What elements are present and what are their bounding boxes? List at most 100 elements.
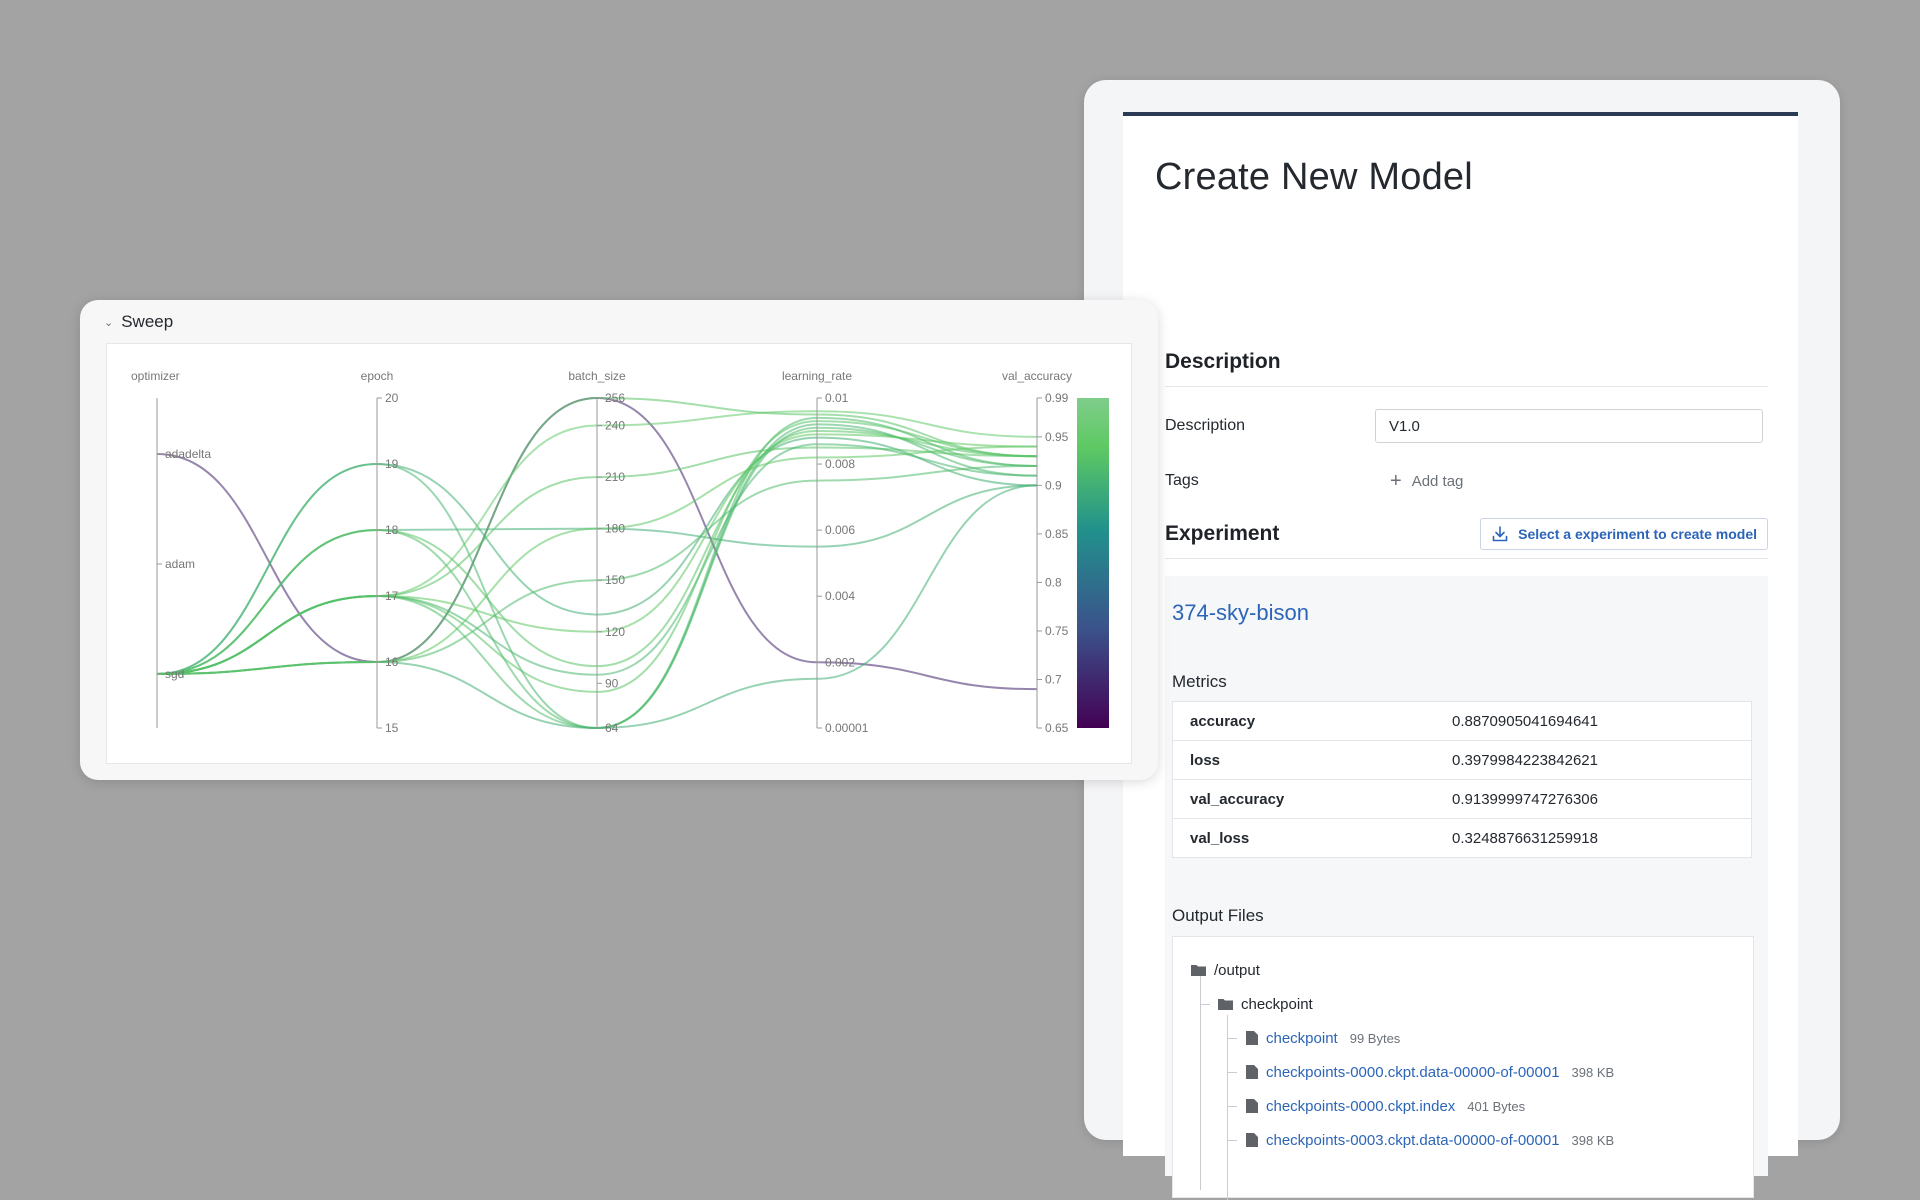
download-icon bbox=[1492, 526, 1508, 542]
tree-guide bbox=[1227, 1140, 1237, 1141]
tick-label: 0.008 bbox=[825, 457, 855, 471]
page-title: Create New Model bbox=[1155, 156, 1473, 198]
tick-label: 120 bbox=[605, 625, 625, 639]
axis-title: val_accuracy bbox=[1002, 369, 1072, 383]
file-icon bbox=[1246, 1099, 1258, 1113]
file-icon bbox=[1246, 1133, 1258, 1147]
tick-label: 0.01 bbox=[825, 391, 849, 405]
tree-guide bbox=[1227, 1072, 1237, 1073]
tick-label: 0.006 bbox=[825, 523, 855, 537]
experiment-name-link[interactable]: 374-sky-bison bbox=[1172, 600, 1309, 625]
tick-label: adadelta bbox=[165, 447, 211, 461]
select-experiment-button[interactable]: Select a experiment to create model bbox=[1480, 518, 1768, 550]
create-model-panel: Create New Model Description Description… bbox=[1084, 80, 1840, 1200]
file-size: 398 KB bbox=[1571, 1132, 1615, 1148]
tags-label: Tags bbox=[1165, 472, 1199, 489]
metrics-heading: Metrics bbox=[1172, 672, 1227, 691]
run-line[interactable] bbox=[156, 436, 1038, 675]
tick-label: 20 bbox=[385, 391, 399, 405]
metric-value: 0.3979984223842621 bbox=[1435, 740, 1752, 780]
description-label: Description bbox=[1165, 417, 1246, 434]
chart-canvas: optimizeradadeltaadamsgdepoch20191817161… bbox=[131, 369, 1109, 735]
tick-label: adam bbox=[165, 557, 195, 571]
folder-name: /output bbox=[1214, 961, 1260, 979]
tick-label: 0.8 bbox=[1045, 575, 1062, 589]
tick-label: 240 bbox=[605, 419, 625, 433]
output-files-tree: /output checkpoint checkpoint 99 Bytes c… bbox=[1172, 936, 1754, 1200]
tick-label: 0.7 bbox=[1045, 672, 1062, 686]
tick-label: 16 bbox=[385, 655, 399, 669]
tree-folder-checkpoint[interactable]: checkpoint bbox=[1218, 993, 1313, 1015]
tick-label: 19 bbox=[385, 457, 399, 471]
metric-value: 0.8870905041694641 bbox=[1435, 701, 1752, 741]
tree-guide bbox=[1200, 970, 1201, 1190]
file-size: 398 KB bbox=[1571, 1064, 1615, 1080]
run-line[interactable] bbox=[156, 420, 1038, 693]
folder-icon bbox=[1191, 965, 1206, 976]
tree-guide bbox=[1227, 1038, 1237, 1039]
tree-guide bbox=[1227, 1106, 1237, 1107]
file-link[interactable]: checkpoints-0000.ckpt.index bbox=[1266, 1097, 1456, 1115]
tags-row: Tags + Add tag bbox=[1165, 461, 1768, 501]
metric-key: val_accuracy bbox=[1172, 779, 1435, 819]
axis-title: epoch bbox=[361, 369, 394, 383]
tree-folder-output[interactable]: /output bbox=[1191, 959, 1260, 981]
tick-label: 0.99 bbox=[1045, 391, 1069, 405]
chevron-down-icon: ⌄ bbox=[104, 316, 114, 329]
tick-label: 90 bbox=[605, 676, 619, 690]
file-row: checkpoint 99 Bytes bbox=[1246, 1027, 1400, 1049]
tree-guide bbox=[1227, 1015, 1228, 1200]
axis-title: batch_size bbox=[568, 369, 626, 383]
file-link[interactable]: checkpoints-0003.ckpt.data-00000-of-0000… bbox=[1266, 1131, 1560, 1149]
file-row: checkpoints-0000.ckpt.data-00000-of-0000… bbox=[1246, 1061, 1614, 1083]
tick-label: 17 bbox=[385, 589, 399, 603]
axis-title: optimizer bbox=[131, 369, 180, 383]
tick-label: 210 bbox=[605, 470, 625, 484]
file-size: 99 Bytes bbox=[1349, 1030, 1401, 1046]
file-row: checkpoints-0000.ckpt.index 401 Bytes bbox=[1246, 1095, 1525, 1117]
description-section-header: Description bbox=[1165, 338, 1768, 387]
folder-icon bbox=[1218, 999, 1233, 1010]
tick-label: 0.00001 bbox=[825, 721, 869, 735]
file-row: checkpoints-0003.ckpt.data-00000-of-0000… bbox=[1246, 1129, 1614, 1151]
tick-label: 18 bbox=[385, 523, 399, 537]
file-icon bbox=[1246, 1031, 1258, 1045]
description-row: Description bbox=[1165, 406, 1768, 446]
axis-title: learning_rate bbox=[782, 369, 852, 383]
description-section-title: Description bbox=[1165, 350, 1281, 373]
tick-label: 0.85 bbox=[1045, 527, 1069, 541]
metric-key: loss bbox=[1172, 740, 1435, 780]
tick-label: 0.004 bbox=[825, 589, 855, 603]
tick-label: 0.9 bbox=[1045, 478, 1062, 492]
sweep-title: Sweep bbox=[121, 312, 174, 331]
create-model-card: Create New Model Description Description… bbox=[1123, 112, 1798, 1200]
tick-label: 256 bbox=[605, 391, 625, 405]
metric-value: 0.9139999747276306 bbox=[1435, 779, 1752, 819]
description-input[interactable] bbox=[1375, 409, 1763, 443]
tree-guide bbox=[1200, 1004, 1210, 1005]
tick-label: 0.75 bbox=[1045, 624, 1069, 638]
experiment-section-title: Experiment bbox=[1165, 522, 1280, 545]
tick-label: 64 bbox=[605, 721, 619, 735]
add-tag-button[interactable]: + Add tag bbox=[1375, 471, 1463, 491]
tick-label: 150 bbox=[605, 573, 625, 587]
metric-key: val_loss bbox=[1172, 818, 1435, 858]
file-link[interactable]: checkpoints-0000.ckpt.data-00000-of-0000… bbox=[1266, 1063, 1560, 1081]
file-link[interactable]: checkpoint bbox=[1266, 1029, 1338, 1047]
file-size: 401 Bytes bbox=[1467, 1098, 1526, 1114]
plus-icon: + bbox=[1390, 470, 1402, 492]
tick-label: 0.65 bbox=[1045, 721, 1069, 735]
experiment-section-header: Experiment Select a experiment to create… bbox=[1165, 510, 1768, 559]
tick-label: 0.95 bbox=[1045, 430, 1069, 444]
sweep-collapse-toggle[interactable]: ⌄ Sweep bbox=[104, 312, 173, 332]
add-tag-label: Add tag bbox=[1411, 472, 1464, 490]
metric-value: 0.3248876631259918 bbox=[1435, 818, 1752, 858]
